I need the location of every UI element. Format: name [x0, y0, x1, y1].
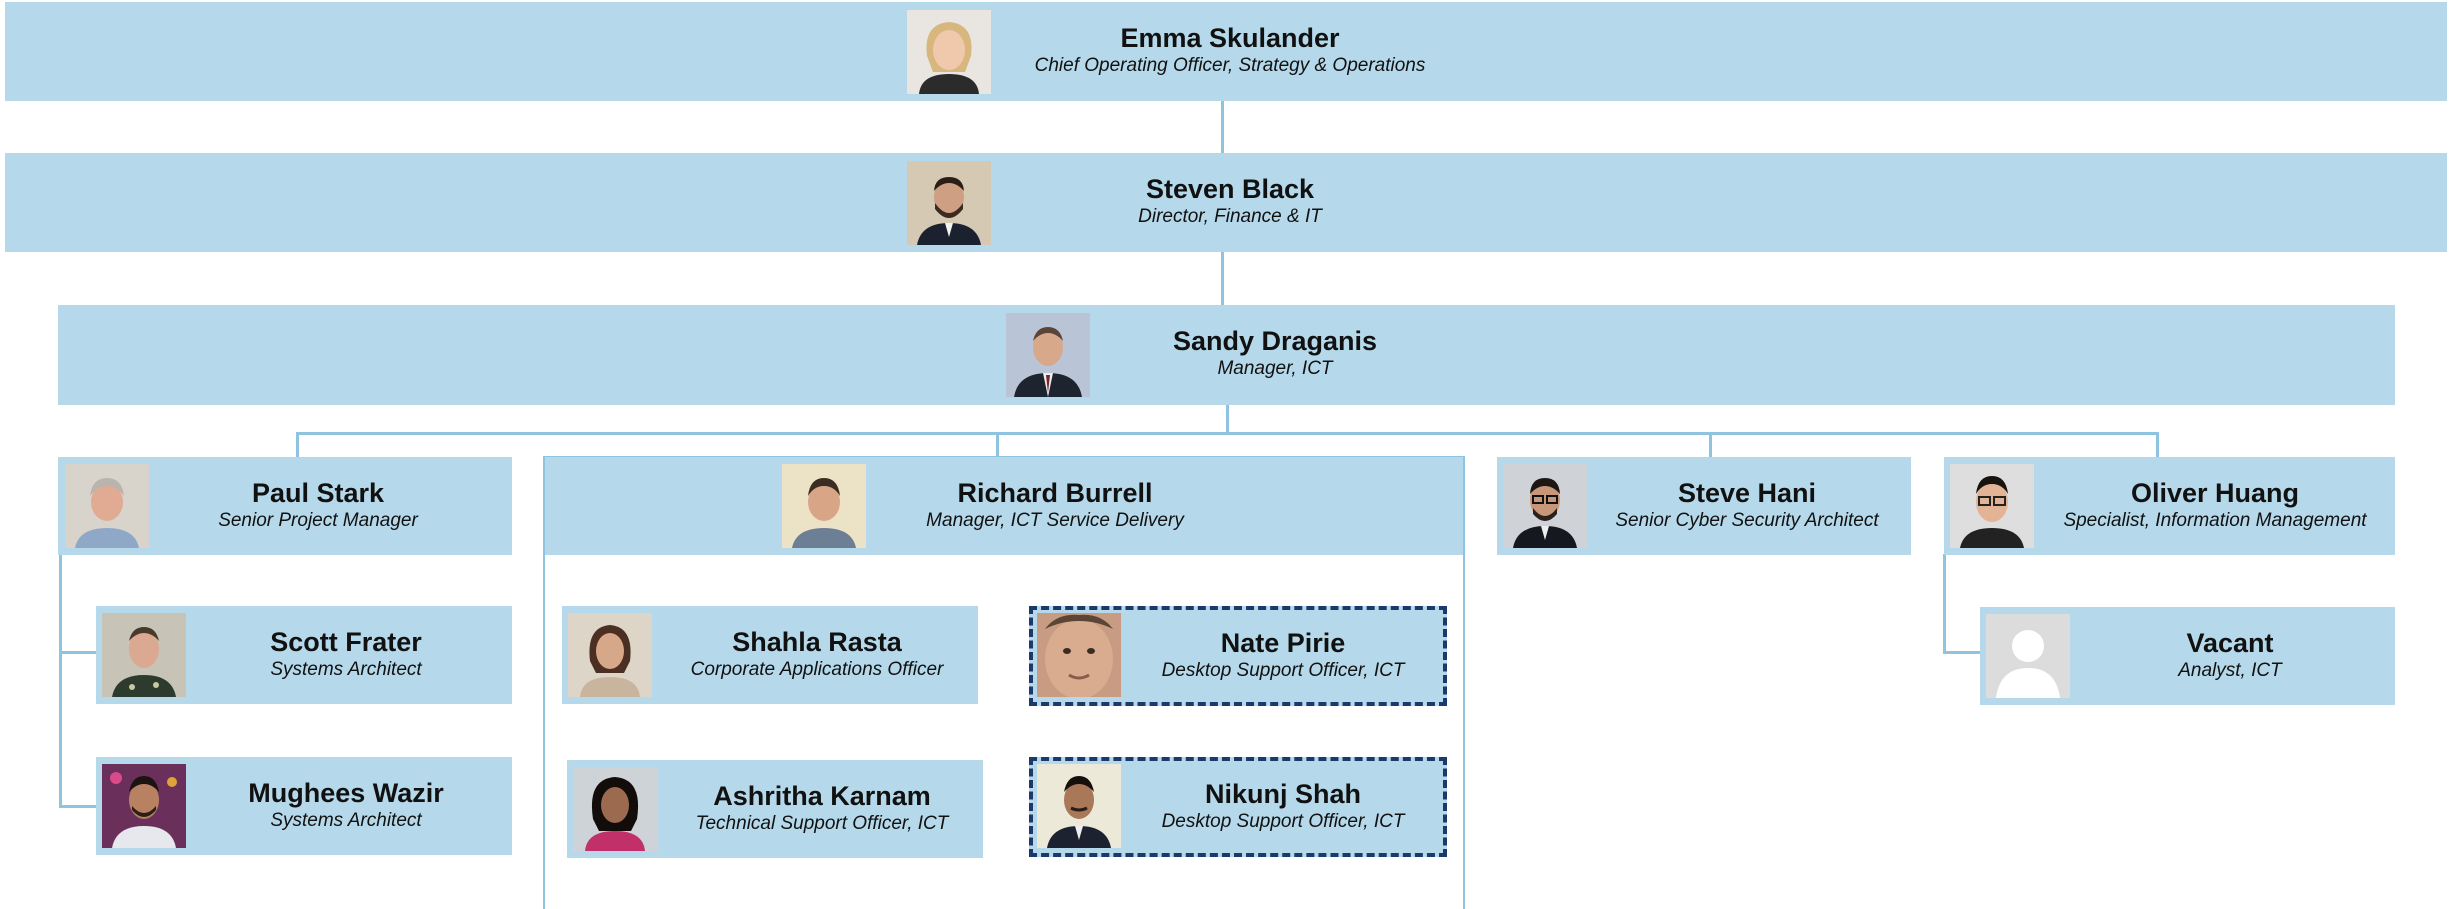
- person-title: Manager, ICT: [1217, 358, 1333, 379]
- man-glasses-photo: [1950, 464, 2034, 548]
- connector-to-steve: [1709, 432, 1712, 457]
- connector-to-oliver: [2156, 432, 2159, 457]
- person-card-sandy-draganis[interactable]: Sandy Draganis Manager, ICT: [58, 305, 2395, 405]
- person-title: Corporate Applications Officer: [690, 659, 944, 680]
- placeholder-avatar-icon: [1986, 614, 2070, 698]
- person-name: Steven Black: [1145, 174, 1315, 204]
- person-name: Richard Burrell: [957, 478, 1153, 508]
- person-text-scott: Scott Frater Systems Architect: [196, 626, 496, 682]
- woman-blonde-photo: [907, 10, 991, 94]
- person-card-richard-burrell[interactable]: Richard Burrell Manager, ICT Service Del…: [545, 457, 1463, 555]
- person-card-shahla-rasta[interactable]: Shahla Rasta Corporate Applications Offi…: [562, 606, 978, 704]
- person-title: Senior Project Manager: [218, 510, 418, 531]
- person-title: Systems Architect: [270, 810, 422, 831]
- man-glasses-photo: [1503, 464, 1587, 548]
- connector-sandy-down: [1226, 405, 1229, 434]
- person-title: Chief Operating Officer, Strategy & Oper…: [1034, 55, 1426, 76]
- man-photo: [782, 464, 866, 548]
- woman-photo: [568, 613, 652, 697]
- person-name: Emma Skulander: [1120, 23, 1340, 53]
- person-title: Manager, ICT Service Delivery: [926, 510, 1184, 531]
- person-text-vacant: Vacant Analyst, ICT: [2080, 627, 2380, 683]
- connector-to-mughees: [59, 805, 97, 808]
- person-card-nate-pirie[interactable]: Nate Pirie Desktop Support Officer, ICT: [1029, 606, 1447, 706]
- connector-to-vacant: [1943, 651, 1981, 654]
- man-suit-photo: [1006, 313, 1090, 397]
- person-name: Vacant: [2186, 628, 2274, 658]
- man-photo: [1037, 764, 1121, 848]
- person-title: Analyst, ICT: [2178, 660, 2282, 681]
- person-card-steven-black[interactable]: Steven Black Director, Finance & IT: [5, 153, 2447, 252]
- person-card-paul-stark[interactable]: Paul Stark Senior Project Manager: [58, 457, 512, 555]
- person-card-ashritha-karnam[interactable]: Ashritha Karnam Technical Support Office…: [567, 760, 983, 858]
- connector-emma-steven: [1221, 100, 1224, 153]
- person-title: Desktop Support Officer, ICT: [1161, 660, 1405, 681]
- person-text-paul: Paul Stark Senior Project Manager: [158, 477, 478, 533]
- person-title: Systems Architect: [270, 659, 422, 680]
- person-name: Steve Hani: [1677, 478, 1817, 508]
- connector-to-scott: [59, 651, 97, 654]
- connector-to-paul: [296, 432, 299, 457]
- woman-photo: [573, 767, 657, 851]
- person-name: Paul Stark: [251, 478, 385, 508]
- person-text-shahla: Shahla Rasta Corporate Applications Offi…: [662, 626, 972, 682]
- person-name: Scott Frater: [270, 627, 422, 657]
- connector-steven-sandy: [1221, 252, 1224, 305]
- person-name: Nikunj Shah: [1204, 779, 1361, 809]
- connector-level4-bar: [296, 432, 2158, 435]
- person-card-scott-frater[interactable]: Scott Frater Systems Architect: [96, 606, 512, 704]
- person-title: Senior Cyber Security Architect: [1615, 510, 1879, 531]
- connector-paul-vertical: [59, 554, 62, 808]
- person-card-emma-skulander[interactable]: Emma Skulander Chief Operating Officer, …: [5, 2, 2447, 101]
- person-card-mughees-wazir[interactable]: Mughees Wazir Systems Architect: [96, 757, 512, 855]
- person-text-oliver: Oliver Huang Specialist, Information Man…: [2040, 477, 2390, 533]
- person-text-steven: Steven Black Director, Finance & IT: [1005, 173, 1455, 229]
- person-text-nikunj: Nikunj Shah Desktop Support Officer, ICT: [1133, 778, 1433, 834]
- person-name: Shahla Rasta: [732, 627, 902, 657]
- person-card-oliver-huang[interactable]: Oliver Huang Specialist, Information Man…: [1944, 457, 2395, 555]
- person-text-ashritha: Ashritha Karnam Technical Support Office…: [667, 780, 977, 836]
- person-text-steve: Steve Hani Senior Cyber Security Archite…: [1589, 477, 1905, 533]
- person-card-vacant[interactable]: Vacant Analyst, ICT: [1980, 607, 2395, 705]
- person-text-nate: Nate Pirie Desktop Support Officer, ICT: [1133, 627, 1433, 683]
- man-grey-hair-photo: [65, 464, 149, 548]
- person-name: Oliver Huang: [2130, 478, 2300, 508]
- man-closeup-photo: [1037, 613, 1121, 697]
- person-text-emma: Emma Skulander Chief Operating Officer, …: [1005, 22, 1455, 78]
- person-text-richard: Richard Burrell Manager, ICT Service Del…: [875, 477, 1235, 533]
- person-title: Specialist, Information Management: [2063, 510, 2367, 531]
- person-title: Director, Finance & IT: [1138, 206, 1322, 227]
- person-card-steve-hani[interactable]: Steve Hani Senior Cyber Security Archite…: [1497, 457, 1911, 555]
- man-photo: [102, 764, 186, 848]
- person-text-mughees: Mughees Wazir Systems Architect: [196, 777, 496, 833]
- person-card-nikunj-shah[interactable]: Nikunj Shah Desktop Support Officer, ICT: [1029, 757, 1447, 857]
- person-name: Mughees Wazir: [248, 778, 444, 808]
- connector-oliver-vertical: [1943, 554, 1946, 654]
- connector-to-richard: [996, 432, 999, 457]
- man-beard-photo: [907, 161, 991, 245]
- person-name: Nate Pirie: [1220, 628, 1346, 658]
- person-title: Technical Support Officer, ICT: [695, 813, 949, 834]
- man-photo: [102, 613, 186, 697]
- person-title: Desktop Support Officer, ICT: [1161, 811, 1405, 832]
- person-name: Sandy Draganis: [1172, 326, 1378, 356]
- person-text-sandy: Sandy Draganis Manager, ICT: [1105, 325, 1445, 381]
- person-name: Ashritha Karnam: [713, 781, 931, 811]
